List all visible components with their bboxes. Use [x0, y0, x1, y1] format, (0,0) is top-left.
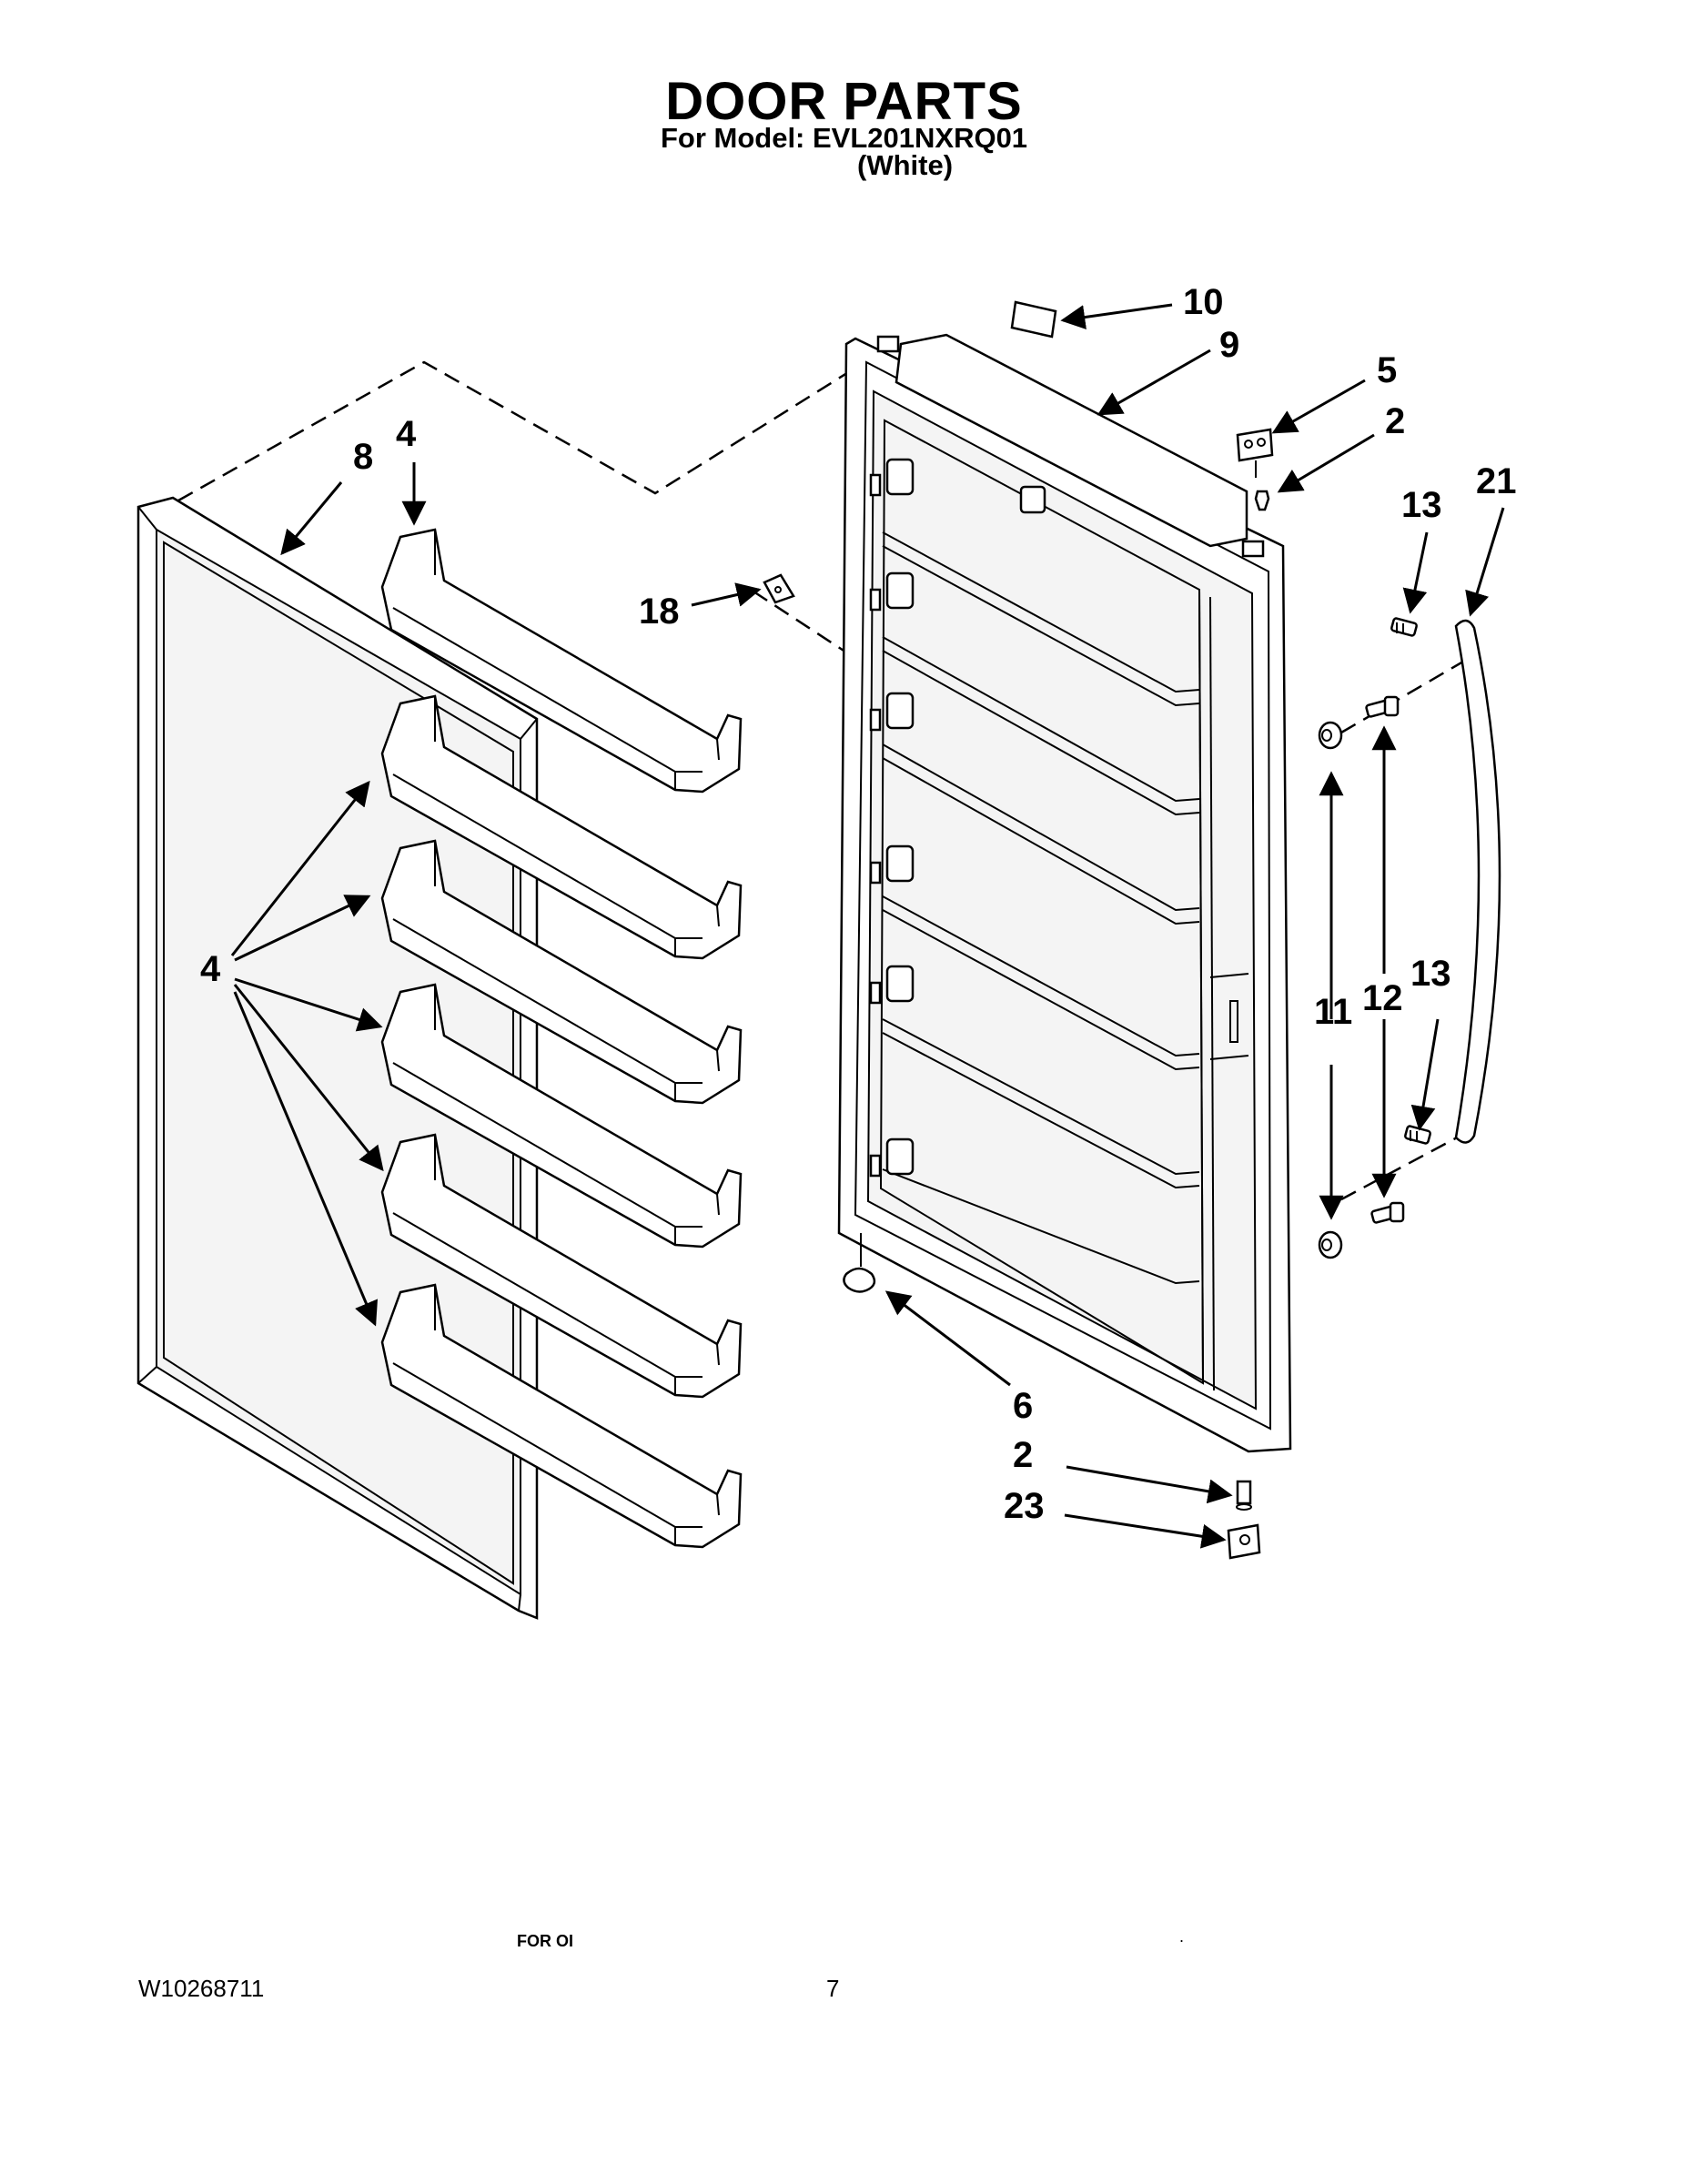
washer-2-bottom — [1236, 1480, 1252, 1505]
hinge-23 — [1227, 1523, 1261, 1560]
door-bins — [380, 528, 743, 1549]
callout-12: 12 — [1362, 978, 1403, 1018]
door-bin — [380, 839, 743, 1105]
callout-labels: 10 9 5 2 21 13 8 4 18 4 11 12 13 6 2 23 — [200, 282, 1517, 1526]
screw-12-top — [1365, 695, 1400, 718]
handle-21 — [1454, 619, 1501, 1144]
door-latch — [1019, 485, 1046, 514]
small-parts — [763, 300, 1501, 1560]
callout-23: 23 — [1004, 1486, 1045, 1526]
door-stop-6 — [843, 1233, 876, 1293]
document-number: W10268711 — [138, 1975, 265, 2002]
callout-4-top: 4 — [396, 414, 417, 454]
door-bin — [380, 1133, 743, 1399]
callout-2-bottom: 2 — [1013, 1435, 1033, 1475]
footer-dot: . — [1179, 1927, 1185, 1946]
callout-9: 9 — [1219, 325, 1239, 365]
hinge-5 — [1236, 428, 1274, 462]
bracket-18 — [763, 573, 795, 604]
screw-12-bottom — [1370, 1201, 1405, 1224]
callout-11: 11 — [1314, 992, 1352, 1032]
door-bin — [380, 1283, 743, 1549]
page-title: DOOR PARTS — [665, 72, 1023, 131]
callout-18: 18 — [639, 592, 680, 632]
model-number: For Model: EVL201NXRQ01 — [660, 122, 1028, 154]
callout-5: 5 — [1377, 350, 1397, 390]
callout-6: 6 — [1013, 1386, 1033, 1426]
label-10 — [1010, 300, 1057, 339]
callout-13-top: 13 — [1401, 485, 1442, 525]
callout-13-bottom: 13 — [1410, 954, 1451, 994]
footer-partial-text: FOR OI — [517, 1932, 573, 1950]
leader-arrows — [230, 303, 1505, 1549]
model-color: (White) — [857, 149, 954, 181]
washer-2-top — [1254, 490, 1270, 511]
door-bin — [380, 983, 743, 1249]
door-top-trim — [895, 333, 1248, 548]
callout-10: 10 — [1183, 282, 1224, 322]
callout-4: 4 — [200, 949, 221, 989]
callout-21: 21 — [1476, 461, 1517, 501]
door-panel — [837, 333, 1292, 1453]
page-number: 7 — [826, 1975, 840, 2002]
screw-13-top — [1390, 617, 1418, 637]
dimension-lines — [1319, 725, 1397, 1220]
callout-8: 8 — [353, 437, 373, 477]
screw-13-bottom — [1404, 1125, 1431, 1145]
door-bin — [380, 694, 743, 960]
callout-2-top: 2 — [1385, 401, 1405, 441]
door-bin — [380, 528, 743, 794]
